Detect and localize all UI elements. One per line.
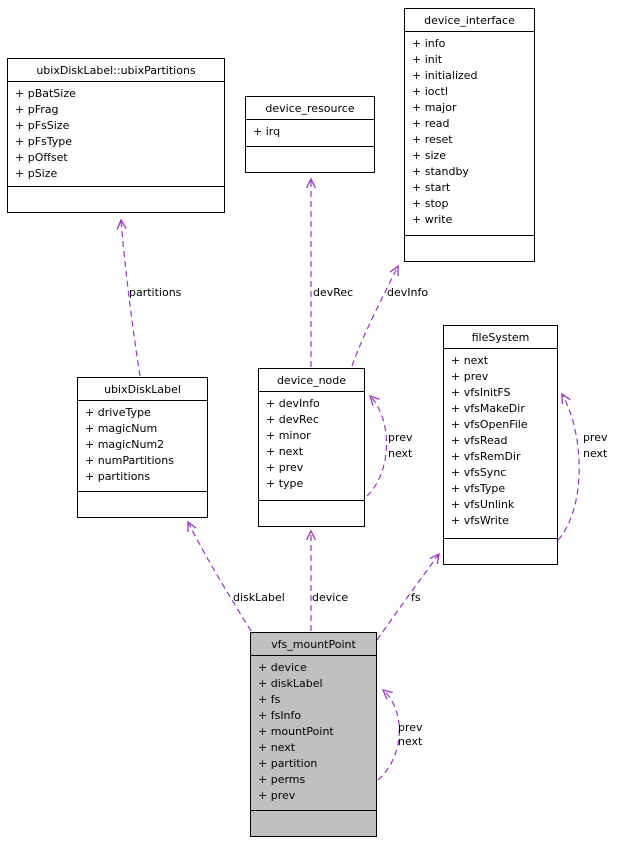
class-field: + next: [258, 741, 296, 754]
edge-devinfo: [351, 266, 398, 367]
class-field: + read: [412, 117, 450, 130]
class-node-filesystem[interactable]: fileSystem + next + prev + vfsInitFS + vfsM…: [443, 325, 558, 565]
edge-vfs-self-loop: [377, 690, 400, 781]
class-field: + prev: [258, 789, 296, 802]
edge-label-node-prev: prev: [388, 431, 413, 444]
class-title: fileSystem: [444, 326, 557, 349]
edge-disklabel: [188, 522, 252, 632]
edge-label-devrec: devRec: [313, 286, 353, 299]
edge-label-devinfo: devInfo: [387, 286, 428, 299]
class-field: + magicNum2: [85, 438, 165, 451]
class-methods-compartment: [405, 235, 534, 261]
class-field: + partition: [258, 757, 318, 770]
class-field: + driveType: [85, 406, 151, 419]
class-field: + prev: [266, 461, 304, 474]
class-field: + write: [412, 213, 453, 226]
class-field: + ioctl: [412, 85, 448, 98]
class-node-ubixpartitions[interactable]: ubixDiskLabel::ubixPartitions + pBatSize…: [7, 58, 225, 213]
edge-label-disklabel: diskLabel: [233, 591, 285, 604]
class-methods-compartment: [78, 491, 207, 517]
class-field: + pFsSize: [15, 119, 70, 132]
class-fields: + next + prev + vfsInitFS + vfsMakeDir + vfs…: [444, 349, 557, 538]
edge-label-fs: fs: [411, 591, 421, 604]
class-methods-compartment: [444, 538, 557, 564]
class-field: + pFrag: [15, 103, 59, 116]
edge-label-node-next: next: [388, 447, 413, 460]
class-field: + devInfo: [266, 397, 320, 410]
edge-label-filesystem-prev: prev: [583, 431, 608, 444]
class-field: + vfsType: [451, 482, 506, 495]
edge-label-device: device: [312, 591, 348, 604]
class-field: + partitions: [85, 470, 151, 483]
class-title: ubixDiskLabel: [78, 378, 207, 401]
edge-label-filesystem-next: next: [583, 447, 608, 460]
class-field: + magicNum: [85, 422, 158, 435]
class-node-device-resource[interactable]: device_resource + irq: [245, 96, 375, 173]
class-field: + irq: [253, 125, 281, 138]
class-field: + mountPoint: [258, 725, 334, 738]
edge-label-vfs-prev: prev: [398, 721, 423, 734]
class-field: + minor: [266, 429, 311, 442]
class-methods-compartment: [251, 810, 376, 836]
class-node-device-interface[interactable]: device_interface + info + init + initializ…: [404, 8, 535, 262]
class-node-ubixdisklabel[interactable]: ubixDiskLabel + driveType + magicNum + mag…: [77, 377, 208, 518]
class-node-vfs-mountpoint-current: vfs_mountPoint + device+ diskLabel+ fs+ …: [250, 632, 377, 837]
class-field: + vfsWrite: [451, 514, 509, 527]
class-field: + vfsUnlink: [451, 498, 515, 511]
class-field: + reset: [412, 133, 453, 146]
class-field: + info: [412, 37, 446, 50]
edge-label-partitions: partitions: [129, 286, 182, 299]
class-methods-compartment: [8, 186, 224, 212]
class-field: + pSize: [15, 167, 58, 180]
class-field: + pBatSize: [15, 87, 76, 100]
class-field: + pOffset: [15, 151, 68, 164]
class-field: + vfsRead: [451, 434, 508, 447]
class-field: + fs: [258, 693, 281, 706]
class-title: device_interface: [405, 9, 534, 32]
class-methods-compartment: [246, 146, 374, 172]
class-field: + device: [258, 661, 307, 674]
class-field: + vfsMakeDir: [451, 402, 525, 415]
class-field: + stop: [412, 197, 449, 210]
class-field: + initialized: [412, 69, 478, 82]
class-fields: + devInfo + devRec + minor + next + prev + ty…: [259, 392, 364, 500]
class-fields: + driveType + magicNum + magicNum2 + numPar…: [78, 401, 207, 491]
class-field: + start: [412, 181, 451, 194]
edge-filesystem-self-loop: [557, 394, 580, 541]
class-field: + type: [266, 477, 304, 490]
class-field: + prev: [451, 370, 489, 383]
class-node-device-node[interactable]: device_node + devInfo + devRec + minor + ne…: [258, 368, 365, 527]
class-field: + major: [412, 101, 457, 114]
class-fields: + device + diskLabel + fs + fsInfo + mountPo…: [251, 656, 376, 810]
class-field: + vfsInitFS: [451, 386, 511, 399]
class-field: + next: [451, 354, 489, 367]
class-fields: + info + init + initialized + ioctl + major +…: [405, 32, 534, 235]
class-field: + fsInfo: [258, 709, 302, 722]
edge-device-node-self-loop: [366, 396, 388, 497]
class-fields: + pBatSize + pFrag + pFsSize + pFsType + pOf…: [8, 82, 224, 186]
edge-fs: [376, 554, 439, 641]
class-field: + size: [412, 149, 447, 162]
class-field: + vfsRemDir: [451, 450, 521, 463]
class-field: + devRec: [266, 413, 319, 426]
class-field: + numPartitions: [85, 454, 174, 467]
edge-label-vfs-next: next: [398, 735, 423, 748]
class-title: vfs_mountPoint: [251, 633, 376, 656]
class-field: + pFsType: [15, 135, 73, 148]
class-field: + standby: [412, 165, 469, 178]
class-title: device_resource: [246, 97, 374, 120]
class-methods-compartment: [259, 500, 364, 526]
class-field: + vfsOpenFile: [451, 418, 528, 431]
class-field: + next: [266, 445, 304, 458]
class-field: + vfsSync: [451, 466, 507, 479]
class-field: + perms: [258, 773, 306, 786]
class-title: device_node: [259, 369, 364, 392]
class-fields: + irq: [246, 120, 374, 146]
class-field: + init: [412, 53, 443, 66]
class-field: + diskLabel: [258, 677, 323, 690]
class-title: ubixDiskLabel::ubixPartitions: [8, 59, 224, 82]
